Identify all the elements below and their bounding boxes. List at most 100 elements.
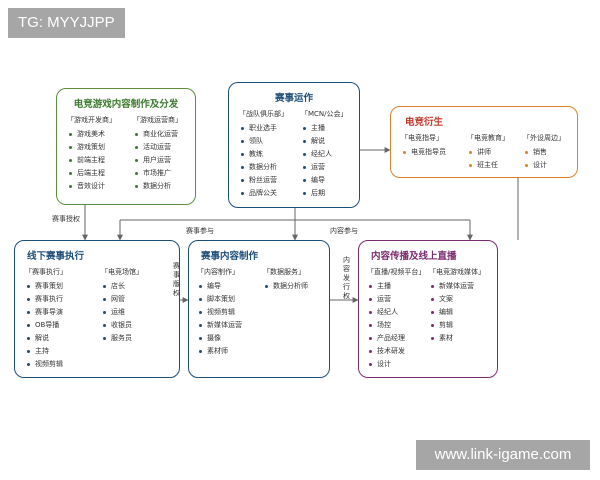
role-item: 运营 bbox=[301, 161, 348, 174]
role-item: 职业选手 bbox=[239, 122, 288, 135]
venue-heading: 「电竞场馆」 bbox=[101, 268, 143, 276]
role-item: 素材 bbox=[429, 332, 485, 345]
platform-list: 主播运营经纪人场控产品经理技术研发设计 bbox=[367, 280, 425, 371]
role-item: OB导播 bbox=[25, 319, 67, 332]
education-heading: 「电竞教育」 bbox=[467, 134, 509, 142]
role-item: 服务员 bbox=[101, 332, 143, 345]
developer-column: 「游戏开发商」 游戏美术游戏策划前端主程后端主程音效设计 bbox=[67, 115, 116, 193]
platform-column: 「直播/视频平台」 主播运营经纪人场控产品经理技术研发设计 bbox=[367, 267, 425, 371]
mcn-heading: 「MCN/公会」 bbox=[301, 110, 348, 118]
role-item: 市场推广 bbox=[133, 167, 182, 180]
role-item: 主持 bbox=[25, 345, 67, 358]
content-production-title: 电竞游戏内容制作及分发 bbox=[73, 99, 179, 110]
live-broadcast-box: 内容传播及线上直播 「直播/视频平台」 主播运营经纪人场控产品经理技术研发设计 … bbox=[358, 240, 498, 378]
role-item: 新媒体运营 bbox=[197, 319, 242, 332]
role-item: 运维 bbox=[101, 306, 143, 319]
operator-column: 「游戏运营商」 商业化运营活动运营用户运营市场推广数据分析 bbox=[133, 115, 182, 193]
watermark-bottom-right: www.link-igame.com bbox=[416, 440, 590, 470]
data-service-list: 数据分析师 bbox=[263, 280, 308, 293]
role-item: 班主任 bbox=[467, 159, 509, 172]
role-item: 文案 bbox=[429, 293, 485, 306]
guidance-column: 「电竞指导」 电竞指导员 bbox=[401, 133, 446, 159]
event-ops-title: 赛事运作 bbox=[274, 93, 313, 104]
edge-label-copyright: 赛事版权 bbox=[173, 262, 180, 297]
role-item: 经纪人 bbox=[301, 148, 348, 161]
role-item: 音效设计 bbox=[67, 180, 116, 193]
role-item: 视频剪辑 bbox=[197, 306, 242, 319]
role-item: 游戏策划 bbox=[67, 141, 116, 154]
venue-list: 店长网管运维收银员服务员 bbox=[101, 280, 143, 345]
education-list: 讲师班主任 bbox=[467, 146, 509, 172]
operator-list: 商业化运营活动运营用户运营市场推广数据分析 bbox=[133, 128, 182, 193]
mcn-column: 「MCN/公会」 主播解说经纪人运营编导后期 bbox=[301, 109, 348, 200]
mcn-list: 主播解说经纪人运营编导后期 bbox=[301, 122, 348, 200]
role-item: 编导 bbox=[301, 174, 348, 187]
role-item: 运营 bbox=[367, 293, 425, 306]
content-production-box: 电竞游戏内容制作及分发 「游戏开发商」 游戏美术游戏策划前端主程后端主程音效设计… bbox=[56, 88, 196, 205]
role-item: 编辑 bbox=[429, 306, 485, 319]
role-item: 脚本策划 bbox=[197, 293, 242, 306]
media-heading: 「电竞游戏媒体」 bbox=[429, 268, 485, 276]
role-item: 讲师 bbox=[467, 146, 509, 159]
role-item: 前端主程 bbox=[67, 154, 116, 167]
role-item: 游戏美术 bbox=[67, 128, 116, 141]
role-item: 活动运营 bbox=[133, 141, 182, 154]
role-item: 用户运营 bbox=[133, 154, 182, 167]
role-item: 主播 bbox=[367, 280, 425, 293]
role-item: 摄像 bbox=[197, 332, 242, 345]
role-item: 主播 bbox=[301, 122, 348, 135]
role-item: 数据分析 bbox=[133, 180, 182, 193]
venue-column: 「电竞场馆」 店长网管运维收银员服务员 bbox=[101, 267, 143, 345]
role-item: 收银员 bbox=[101, 319, 143, 332]
role-item: 后端主程 bbox=[67, 167, 116, 180]
role-item: 场控 bbox=[367, 319, 425, 332]
offline-events-title: 线下赛事执行 bbox=[27, 251, 85, 262]
live-broadcast-title: 内容传播及线上直播 bbox=[371, 251, 457, 262]
club-column: 「战队俱乐部」 职业选手领队教练数据分析粉丝运营品牌公关 bbox=[239, 109, 288, 200]
role-item: 数据分析师 bbox=[263, 280, 308, 293]
role-item: 技术研发 bbox=[367, 345, 425, 358]
club-list: 职业选手领队教练数据分析粉丝运营品牌公关 bbox=[239, 122, 288, 200]
data-service-column: 「数据服务」 数据分析师 bbox=[263, 267, 308, 293]
content-making-heading: 「内容制作」 bbox=[197, 268, 239, 276]
derivatives-title: 电竞衍生 bbox=[405, 117, 444, 128]
media-column: 「电竞游戏媒体」 新媒体运营文案编辑剪辑素材 bbox=[429, 267, 485, 345]
role-item: 解说 bbox=[25, 332, 67, 345]
role-item: 教练 bbox=[239, 148, 288, 161]
content-making-list: 编导脚本策划视频剪辑新媒体运营摄像素材师 bbox=[197, 280, 242, 358]
event-ops-box: 赛事运作 「战队俱乐部」 职业选手领队教练数据分析粉丝运营品牌公关 「MCN/公… bbox=[228, 82, 360, 208]
peripherals-list: 销售设计 bbox=[523, 146, 565, 172]
derivatives-box: 电竞衍生 「电竞指导」 电竞指导员 「电竞教育」 讲师班主任 「外设周边」 销售… bbox=[390, 106, 578, 178]
role-item: 经纪人 bbox=[367, 306, 425, 319]
event-content-title: 赛事内容制作 bbox=[201, 251, 259, 262]
event-content-box: 赛事内容制作 「内容制作」 编导脚本策划视频剪辑新媒体运营摄像素材师 「数据服务… bbox=[188, 240, 330, 378]
role-item: 店长 bbox=[101, 280, 143, 293]
role-item: 视频剪辑 bbox=[25, 358, 67, 371]
watermark-top-left: TG: MYYJJPP bbox=[8, 8, 125, 38]
developer-heading: 「游戏开发商」 bbox=[67, 116, 116, 124]
role-item: 销售 bbox=[523, 146, 565, 159]
role-item: 赛事策划 bbox=[25, 280, 67, 293]
role-item: 解说 bbox=[301, 135, 348, 148]
edge-label-authorization: 赛事授权 bbox=[52, 215, 80, 223]
role-item: 数据分析 bbox=[239, 161, 288, 174]
role-item: 赛事导演 bbox=[25, 306, 67, 319]
role-item: 赛事执行 bbox=[25, 293, 67, 306]
peripherals-column: 「外设周边」 销售设计 bbox=[523, 133, 565, 172]
role-item: 新媒体运营 bbox=[429, 280, 485, 293]
guidance-list: 电竞指导员 bbox=[401, 146, 446, 159]
operator-heading: 「游戏运营商」 bbox=[133, 116, 182, 124]
platform-heading: 「直播/视频平台」 bbox=[367, 268, 426, 276]
role-item: 领队 bbox=[239, 135, 288, 148]
edge-label-participation-left: 赛事参与 bbox=[186, 227, 214, 235]
role-item: 剪辑 bbox=[429, 319, 485, 332]
role-item: 品牌公关 bbox=[239, 187, 288, 200]
role-item: 商业化运营 bbox=[133, 128, 182, 141]
role-item: 设计 bbox=[523, 159, 565, 172]
role-item: 粉丝运营 bbox=[239, 174, 288, 187]
developer-list: 游戏美术游戏策划前端主程后端主程音效设计 bbox=[67, 128, 116, 193]
role-item: 网管 bbox=[101, 293, 143, 306]
